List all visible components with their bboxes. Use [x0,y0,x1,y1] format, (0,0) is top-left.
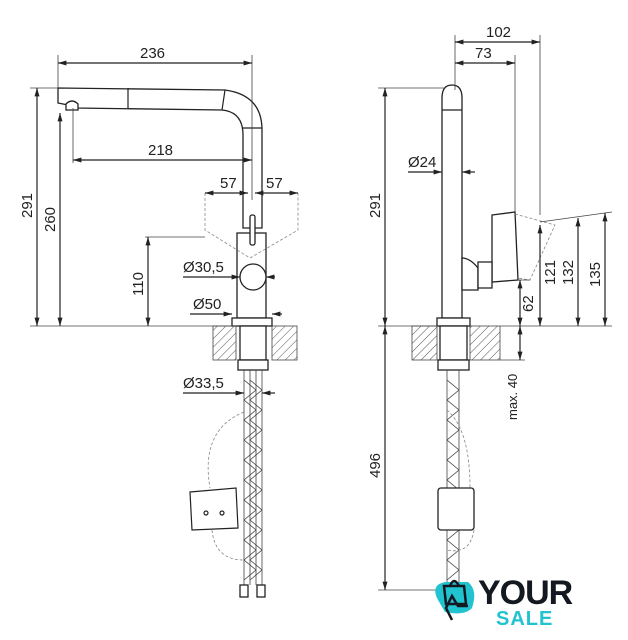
weight-box [189,487,239,531]
dim-496: 496 [367,453,384,478]
logo-icon [435,579,475,621]
countertop-right [271,325,298,361]
lever [249,214,256,246]
dim-121: 121 [542,260,559,285]
dim-236: 236 [140,45,165,62]
side-weight-box [437,487,475,531]
handle [239,263,267,291]
dim-291-side: 291 [367,193,384,218]
dim-57-left: 57 [220,175,237,192]
side-handle [491,211,519,283]
logo-text-your: YOUR [478,574,573,612]
dim-dia-33-5: Ø33,5 [183,375,224,392]
dim-260: 260 [42,207,59,232]
side-spout [441,84,463,319]
hoses [243,370,263,585]
dim-110: 110 [130,272,147,296]
dim-dia-50: Ø50 [193,296,221,313]
dim-291-front: 291 [19,193,36,218]
dim-73: 73 [475,45,492,62]
dim-dia-24: Ø24 [408,154,436,171]
logo-text-sale: SALE [496,608,554,630]
dim-132: 132 [560,260,577,285]
side-countertop-right [469,325,501,361]
side-countertop-left [411,325,438,361]
side-view: 102 73 291 496 Ø24 121 132 135 62 max. 4… [367,24,613,596]
dim-max-40: max. 40 [505,374,520,420]
dim-62: 62 [520,295,537,312]
front-view: 236 218 291 260 57 57 110 Ø30,5 Ø50 Ø33,… [19,45,299,598]
dim-57-right: 57 [266,175,283,192]
dim-102: 102 [486,24,511,41]
dim-dia-30-5: Ø30,5 [183,259,224,276]
countertop-left [212,325,237,361]
dim-135: 135 [587,262,604,287]
dim-218: 218 [148,142,173,159]
